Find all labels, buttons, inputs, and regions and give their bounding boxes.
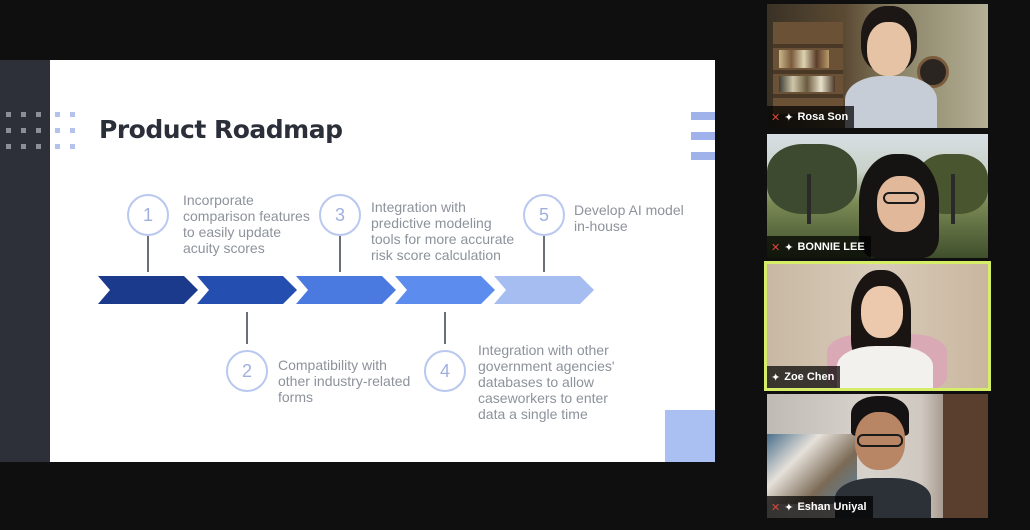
step-4-circle: 4 — [424, 350, 466, 392]
participant-name-bar: ✦ Zoe Chen — [767, 366, 841, 388]
step-5-text: Develop AI model in-house — [574, 202, 684, 234]
shirt — [837, 346, 933, 388]
connector-5 — [543, 236, 545, 272]
roadmap-arrow-5 — [494, 276, 594, 304]
muted-mic-icon: ✕ — [771, 241, 781, 254]
tree — [767, 144, 857, 214]
door — [943, 394, 988, 518]
face — [861, 286, 903, 338]
decor-bars-right — [691, 112, 715, 172]
decor-corner-block — [665, 410, 715, 462]
roadmap-arrow-4 — [395, 276, 495, 304]
step-1-text: Incorporate comparison features to easil… — [183, 192, 310, 256]
roadmap-arrow-3 — [296, 276, 396, 304]
glasses — [883, 192, 919, 204]
face — [867, 22, 911, 76]
participant-tile-zoe-chen[interactable]: ✦ Zoe Chen — [764, 261, 991, 391]
muted-mic-icon: ✕ — [771, 501, 781, 514]
face — [877, 176, 925, 232]
face — [855, 412, 905, 470]
participant-name: Eshan Uniyal — [797, 501, 867, 513]
participant-name-bar: ✕ ✦ BONNIE LEE — [767, 236, 871, 258]
lamp-post — [807, 174, 811, 224]
arrow-shape — [98, 276, 198, 304]
connector-3 — [339, 236, 341, 272]
participant-name: Zoe Chen — [784, 371, 835, 383]
shared-slide: Product Roadmap 1 Incorporate comparison… — [50, 60, 715, 462]
connector-2 — [246, 312, 248, 344]
bookshelf — [773, 22, 843, 114]
connector-4 — [444, 312, 446, 344]
participant-tile-eshan-uniyal[interactable]: ✕ ✦ Eshan Uniyal — [767, 394, 988, 518]
pin-icon: ✦ — [771, 371, 781, 384]
connector-1 — [147, 236, 149, 272]
roadmap-arrow-2 — [197, 276, 297, 304]
lamp-post — [951, 174, 955, 224]
participant-name: BONNIE LEE — [797, 241, 865, 253]
shirt — [845, 76, 937, 128]
step-2-text: Compatibility with other industry-relate… — [278, 357, 411, 405]
participant-tile-rosa-son[interactable]: ✕ ✦ Rosa Son — [767, 4, 988, 128]
step-3-text: Integration with predictive modeling too… — [371, 199, 515, 263]
participant-name-bar: ✕ ✦ Eshan Uniyal — [767, 496, 873, 518]
pin-icon: ✦ — [784, 241, 794, 254]
glasses — [857, 434, 903, 447]
step-4-text: Integration with other government agenci… — [478, 342, 615, 422]
slide-title: Product Roadmap — [99, 115, 343, 144]
slide-left-edge — [0, 60, 50, 462]
pin-icon: ✦ — [784, 501, 794, 514]
pin-icon: ✦ — [784, 111, 794, 124]
step-5-circle: 5 — [523, 194, 565, 236]
step-2-circle: 2 — [226, 350, 268, 392]
muted-mic-icon: ✕ — [771, 111, 781, 124]
participant-name: Rosa Son — [797, 111, 849, 123]
participant-name-bar: ✕ ✦ Rosa Son — [767, 106, 855, 128]
step-1-circle: 1 — [127, 194, 169, 236]
step-3-circle: 3 — [319, 194, 361, 236]
roadmap-arrow-1 — [98, 276, 198, 304]
participant-tile-bonnie-lee[interactable]: ✕ ✦ BONNIE LEE — [767, 134, 988, 258]
